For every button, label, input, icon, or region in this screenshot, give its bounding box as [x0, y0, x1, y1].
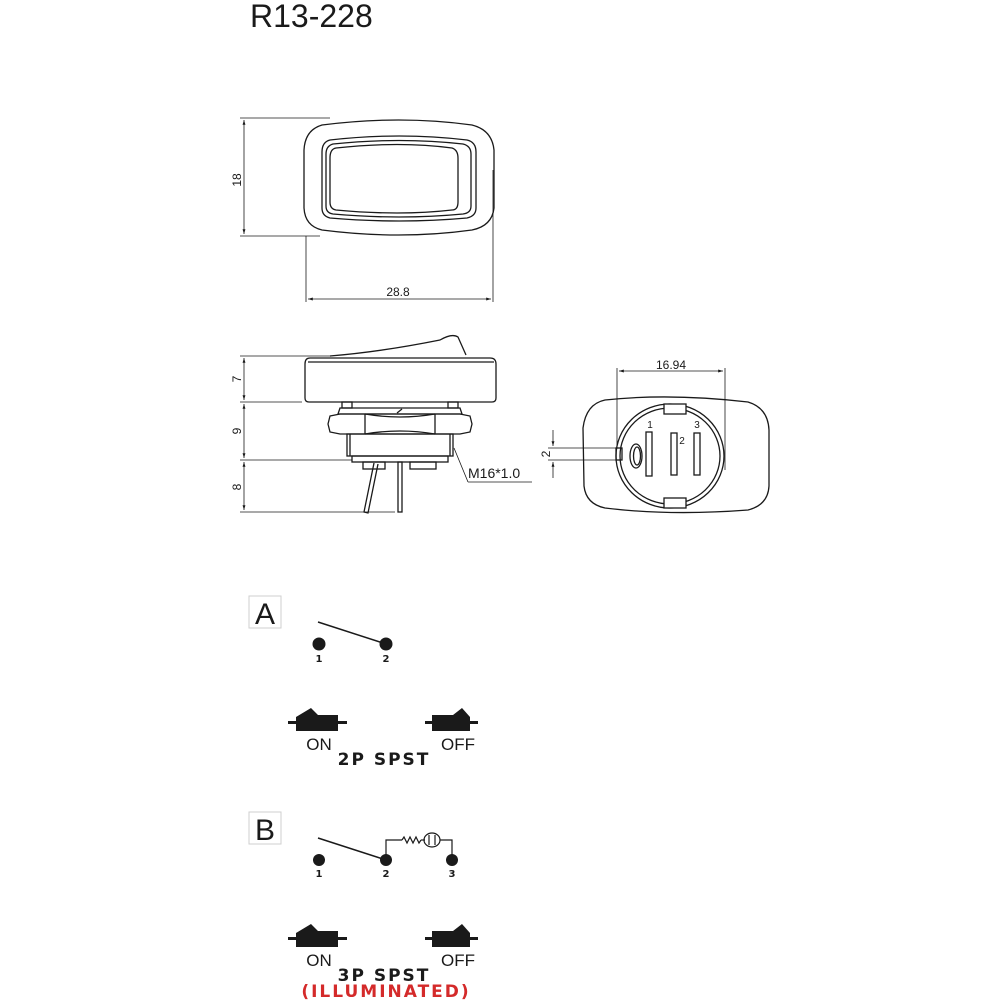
width-dimension-28-8: 28.8 — [386, 285, 410, 299]
schematic-b-terminal-3: 3 — [449, 869, 456, 880]
terminal-label-3: 3 — [694, 420, 700, 431]
schematic-b-label: B — [255, 814, 275, 847]
schematic-b-off-label: OFF — [441, 951, 475, 970]
rear-view-dimensions — [548, 368, 726, 478]
side-view-dimensions — [240, 355, 532, 513]
dimension-7: 7 — [230, 375, 244, 382]
schematic-a-label-box — [248, 595, 282, 629]
dimension-9: 9 — [230, 427, 244, 434]
thread-label: M16*1.0 — [468, 465, 520, 481]
schematic-a-terminal-2: 2 — [383, 654, 390, 665]
illuminated-note: (ILLUMINATED) — [301, 982, 470, 1000]
schematic-a-type-label: 2P SPST — [338, 750, 431, 770]
rocker-off-icon — [425, 708, 478, 731]
schematic-b-on-label: ON — [306, 951, 332, 970]
schematic-b-circuit — [317, 832, 453, 861]
schematic-b-terminal-2: 2 — [383, 869, 390, 880]
rocker-on-icon — [288, 708, 347, 731]
schematic-a-circuit — [312, 621, 393, 651]
schematic-a-label: A — [255, 598, 275, 631]
rear-small-dimension: 2 — [539, 450, 553, 457]
side-view-drawing — [304, 334, 497, 514]
schematic-a-on-label: ON — [306, 735, 332, 754]
terminal-label-1: 1 — [647, 420, 653, 431]
dimension-8: 8 — [230, 483, 244, 490]
rear-width-dimension: 16.94 — [656, 358, 686, 372]
schematic-b-terminals — [313, 854, 458, 866]
schematic-a-terminal-1: 1 — [316, 654, 323, 665]
top-view-drawing — [303, 119, 495, 236]
schematic-b-terminal-1: 1 — [316, 869, 323, 880]
rocker-off-icon — [425, 924, 478, 947]
terminal-label-2: 2 — [679, 436, 685, 447]
rocker-on-icon — [288, 924, 347, 947]
schematic-b-label-box — [248, 811, 282, 845]
height-dimension-18: 18 — [230, 173, 244, 187]
part-number-title: R13-228 — [250, 0, 373, 34]
schematic-a-off-label: OFF — [441, 735, 475, 754]
rear-view-drawing — [582, 396, 770, 514]
top-view-dimensions — [240, 117, 494, 302]
schematic-b-type-label: 3P SPST — [338, 966, 431, 986]
